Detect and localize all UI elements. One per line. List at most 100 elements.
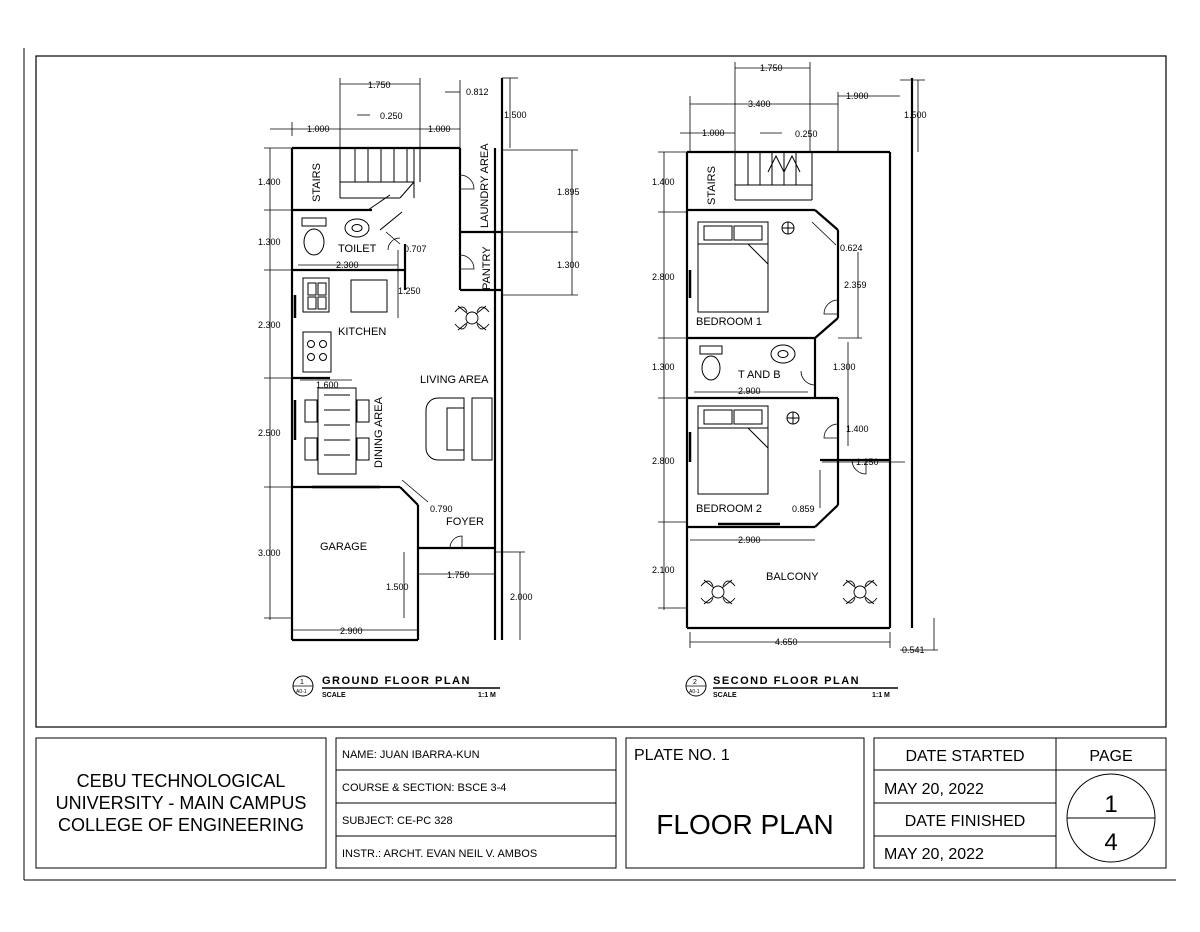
dim-1000-second: 1.000 xyxy=(702,128,725,138)
second-scale-value: 1:1 M xyxy=(872,692,890,699)
dim-0790: 0.790 xyxy=(430,504,453,514)
instructor: INSTR.: ARCHT. EVAN NEIL V. AMBOS xyxy=(342,848,537,860)
dim-2300-toilet: 2.300 xyxy=(336,260,359,270)
foyer-door xyxy=(449,535,463,549)
ground-scale-value: 1:1 M xyxy=(478,692,496,699)
second-floor-plan: 1.750 1.900 3.400 1.000 0.250 1.500 1.40… xyxy=(652,62,938,699)
room-balcony: BALCONY xyxy=(766,571,819,583)
second-tag-number: 2 xyxy=(693,679,697,686)
dim-1895: 1.895 xyxy=(557,187,580,197)
title-block: CEBU TECHNOLOGICAL UNIVERSITY - MAIN CAM… xyxy=(35,737,1167,869)
date-finished-value: MAY 20, 2022 xyxy=(884,846,984,863)
dim-0812: 0.812 xyxy=(466,87,489,97)
ground-tag-number: 1 xyxy=(300,679,304,686)
dim-1400: 1.400 xyxy=(258,177,281,187)
ground-stairs xyxy=(339,148,421,231)
ground-dimension-lines xyxy=(264,77,578,640)
ground-tag-sheet: A0-1 xyxy=(296,689,307,695)
bed-2 xyxy=(697,405,867,495)
room-toilet: TOILET xyxy=(338,243,377,255)
ground-floor-title: 1 A0-1 GROUND FLOOR PLAN SCALE 1:1 M xyxy=(292,675,500,699)
room-stairs-second: STAIRS xyxy=(706,166,718,205)
dim-2000: 2.000 xyxy=(510,592,533,602)
school-line-2: UNIVERSITY - MAIN CAMPUS xyxy=(56,793,307,813)
dim-0707: 0.707 xyxy=(404,244,427,254)
plate-number: PLATE NO. 1 xyxy=(634,747,730,764)
kitchen-fixtures xyxy=(302,277,388,373)
dim-0859: 0.859 xyxy=(792,504,815,514)
dim-0624: 0.624 xyxy=(840,243,863,253)
dim-2900-tandb: 2.900 xyxy=(738,386,761,396)
school-box xyxy=(35,737,327,869)
date-finished-label: DATE FINISHED xyxy=(905,813,1026,830)
dim-1500-garage: 1.500 xyxy=(386,582,409,592)
dim-2100: 2.100 xyxy=(652,565,675,575)
plate-box xyxy=(625,737,865,869)
school-line-3: COLLEGE OF ENGINEERING xyxy=(58,815,304,835)
dim-3000: 3.000 xyxy=(258,548,281,558)
course-section: COURSE & SECTION: BSCE 3-4 xyxy=(342,782,506,794)
toilet-fixtures xyxy=(301,217,401,256)
dim-1750-foyer: 1.750 xyxy=(447,570,470,580)
date-started-value: MAY 20, 2022 xyxy=(884,781,984,798)
bed-1 xyxy=(697,221,839,315)
ground-windows xyxy=(293,295,380,489)
dim-0250-second: 0.250 xyxy=(795,129,818,139)
dim-1750-second: 1.750 xyxy=(760,63,783,73)
second-room-labels: STAIRS BEDROOM 1 T AND B BEDROOM 2 BALCO… xyxy=(696,166,819,583)
second-dimension-lines xyxy=(658,62,938,651)
dim-0541: 0.541 xyxy=(902,645,925,655)
dim-1400-stairs: 1.400 xyxy=(652,177,675,187)
room-garage: GARAGE xyxy=(320,541,367,553)
ground-plant xyxy=(454,305,490,331)
dim-1900: 1.900 xyxy=(846,91,869,101)
room-living: LIVING AREA xyxy=(420,374,489,386)
dim-1250: 1.250 xyxy=(398,286,421,296)
dim-1000-left: 1.000 xyxy=(307,124,330,134)
dim-2500: 2.500 xyxy=(258,428,281,438)
second-floor-walls xyxy=(685,78,914,630)
second-scale-label: SCALE xyxy=(713,692,737,699)
dim-2300-kitchen: 2.300 xyxy=(258,320,281,330)
dim-1250-second: 1.250 xyxy=(856,457,879,467)
ground-floor-walls xyxy=(290,78,504,642)
room-stairs-ground: STAIRS xyxy=(311,163,323,202)
ground-floor-plan: 1.750 0.250 1.000 1.000 0.812 1.500 1.40… xyxy=(258,77,580,699)
second-tag-sheet: A0-1 xyxy=(689,689,700,695)
dim-2900-bedroom2: 2.900 xyxy=(738,535,761,545)
dim-2800-bedroom2: 2.800 xyxy=(652,456,675,466)
room-bedroom-1: BEDROOM 1 xyxy=(696,316,762,328)
plate-title: FLOOR PLAN xyxy=(656,809,833,840)
tandb-fixtures xyxy=(699,344,816,386)
drawing-frame xyxy=(35,55,1167,728)
dim-1400-right: 1.400 xyxy=(846,424,869,434)
dim-1750-top: 1.750 xyxy=(368,80,391,90)
dim-2800-bedroom1: 2.800 xyxy=(652,272,675,282)
second-dimension-labels: 1.750 1.900 3.400 1.000 0.250 1.500 1.40… xyxy=(652,63,927,655)
second-windows xyxy=(688,270,780,526)
second-floor-title: 2 A0-1 SECOND FLOOR PLAN SCALE 1:1 M xyxy=(685,675,898,699)
room-laundry: LAUNDRY AREA xyxy=(479,143,491,228)
dining-table xyxy=(304,387,370,475)
dim-4650: 4.650 xyxy=(775,637,798,647)
balcony-plants xyxy=(700,579,878,605)
room-kitchen: KITCHEN xyxy=(338,326,386,338)
date-started-label: DATE STARTED xyxy=(905,748,1024,765)
page-total: 4 xyxy=(1104,829,1117,856)
dim-1300-toilet: 1.300 xyxy=(258,237,281,247)
dim-1300-pantry: 1.300 xyxy=(557,260,580,270)
school-line-1: CEBU TECHNOLOGICAL xyxy=(77,771,286,791)
page-number: 1 xyxy=(1104,791,1117,818)
dim-2900: 2.900 xyxy=(340,626,363,636)
room-pantry: PANTRY xyxy=(481,246,493,290)
room-dining: DINING AREA xyxy=(373,396,385,468)
dim-3400: 3.400 xyxy=(748,99,771,109)
laundry-door xyxy=(459,174,475,190)
ground-dimension-labels: 1.750 0.250 1.000 1.000 0.812 1.500 1.40… xyxy=(258,80,580,636)
student-name: NAME: JUAN IBARRA-KUN xyxy=(342,749,480,761)
dim-1300-tandb: 1.300 xyxy=(652,362,675,372)
page-label: PAGE xyxy=(1089,748,1132,765)
dim-1000-right: 1.000 xyxy=(428,124,451,134)
